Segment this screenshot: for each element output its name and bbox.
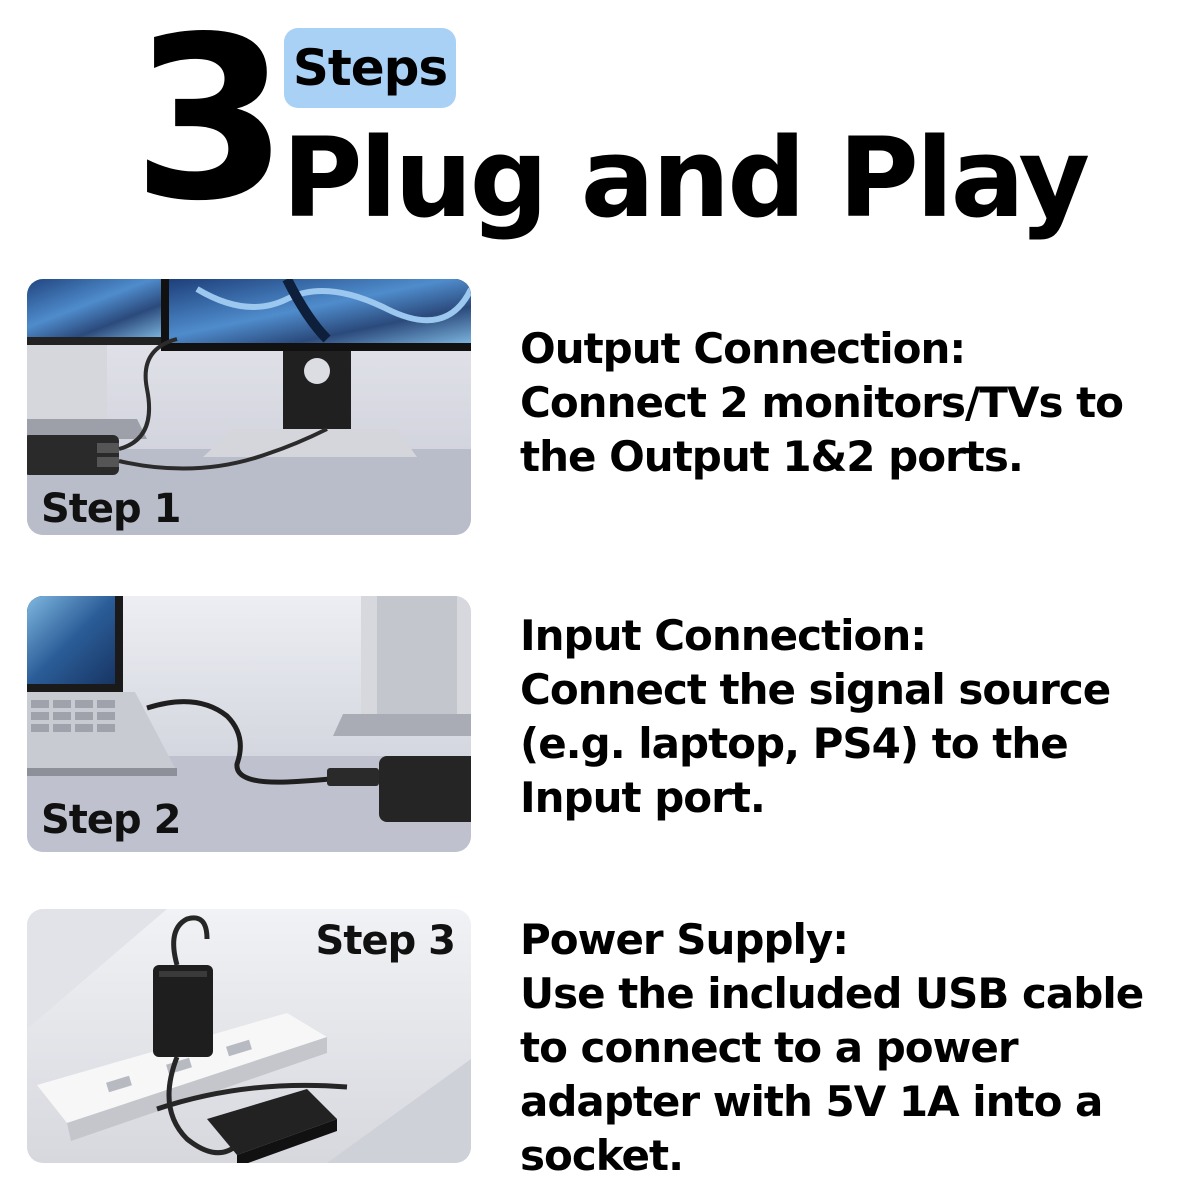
step-2-photo: Step 2 (27, 596, 471, 852)
step-3-description: Power Supply: Use the included USB cable… (520, 913, 1185, 1183)
steps-badge: Steps (284, 28, 456, 108)
step-label: Step 3 (315, 918, 456, 964)
headline: Plug and Play (282, 114, 1090, 242)
step-1-description: Output Connection: Connect 2 monitors/TV… (520, 322, 1185, 484)
step-1-heading: Output Connection: (520, 324, 966, 373)
step-1-photo: Step 1 (27, 279, 471, 535)
step-3-body: Use the included USB cable to connect to… (520, 969, 1144, 1180)
step-label: Step 2 (41, 797, 181, 843)
step-3-heading: Power Supply: (520, 915, 849, 964)
big-step-count: 3 (132, 0, 289, 251)
step-3-photo: Step 3 (27, 909, 471, 1163)
step-2-heading: Input Connection: (520, 611, 927, 660)
step-2-body: Connect the signal source (e.g. laptop, … (520, 665, 1111, 822)
laptop-cable-photo-icon (27, 596, 471, 852)
step-label: Step 1 (41, 486, 181, 532)
monitor-setup-photo-icon (27, 279, 471, 535)
step-1-body: Connect 2 monitors/TVs to the Output 1&2… (520, 378, 1124, 481)
step-2-description: Input Connection: Connect the signal sou… (520, 609, 1185, 825)
power-adapter-photo-icon (27, 909, 471, 1163)
